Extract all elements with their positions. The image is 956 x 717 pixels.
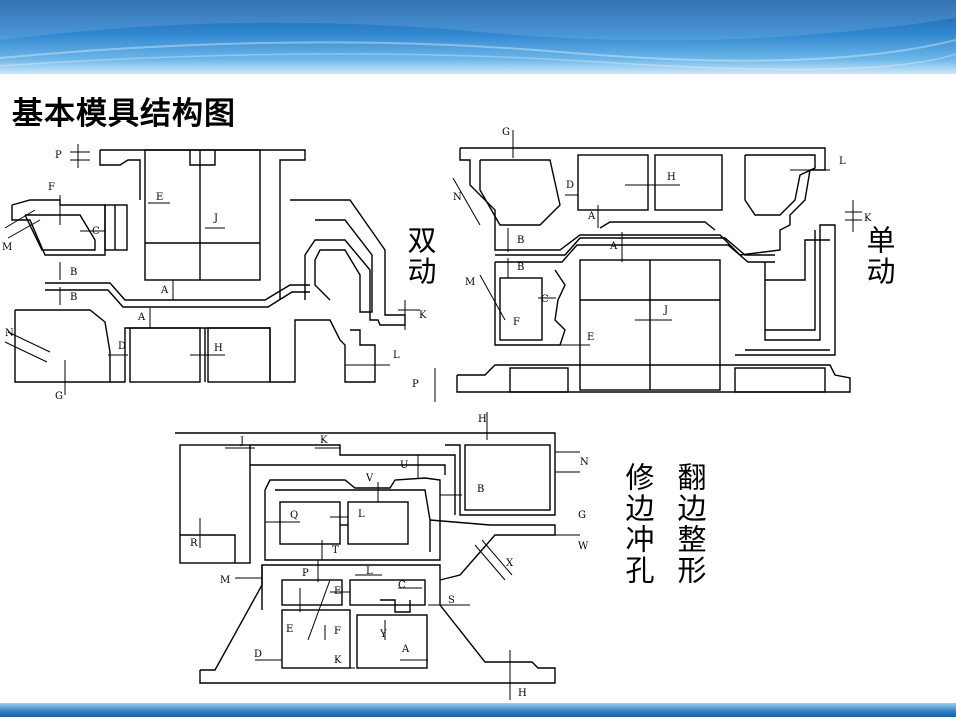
dim-label: B [517,235,524,246]
dim-label: L [358,509,365,520]
dim-label: A [401,644,410,655]
dim-label: A [160,285,169,296]
dim-label: P [302,568,309,579]
dim-label: N [5,328,14,339]
dim-label: V [365,473,374,484]
dim-label: C [92,226,100,237]
dim-label: D [118,341,126,352]
dim-label: L [366,566,373,577]
slide-title: 基本模具结构图 [12,96,236,132]
dim-label: J [239,436,244,447]
dim-label: E [334,586,341,597]
double-action-die: P F E J C M B B A A N D H G K L [2,144,427,402]
dim-label: L [393,350,400,361]
label-single-action: 单动 [862,225,896,287]
dim-label: A [137,312,146,323]
dim-label: M [220,575,230,586]
dim-label: E [286,624,293,635]
dim-label: D [254,649,262,660]
dim-label: A [609,241,618,252]
dim-label: K [320,435,328,446]
dim-label: B [477,484,484,495]
dim-label: J [663,305,668,316]
dim-label: K [334,655,342,666]
dim-label: Q [290,510,298,521]
dim-label: P [55,150,62,161]
dim-label: B [70,292,77,303]
single-action-die: G L D H N K A B A B M C F J E P [412,127,872,402]
dim-label: N [453,192,462,203]
footer-band [0,703,956,717]
trim-flange-die: H J K N U V B Q L G W T R P M L E C S X … [175,412,589,700]
dim-label: F [513,317,520,328]
dim-label: A [587,211,596,222]
dim-label: Y [379,629,387,640]
dim-label: S [448,595,455,606]
dim-label: H [478,414,487,425]
header-band [0,0,956,74]
dim-label: E [156,192,163,203]
dim-label: T [332,545,339,556]
dim-label: U [400,460,408,471]
dim-label: E [587,332,594,343]
label-flange-restrike: 翻边整形 [673,462,707,586]
dim-label: W [578,541,589,552]
dim-label: K [864,213,872,224]
dim-label: J [213,213,218,224]
dim-label: H [214,343,223,354]
dim-label: F [334,626,341,637]
dim-label: R [190,538,198,549]
header-wave-decoration [0,0,956,71]
dim-label: G [55,391,63,402]
dim-label: P [412,379,419,390]
dim-label: D [566,180,574,191]
dim-label: B [70,267,77,278]
dim-label: G [502,127,510,138]
dim-label: G [578,510,586,521]
dim-label: H [518,688,527,699]
dim-label: M [465,277,475,288]
dim-label: X [506,558,514,569]
dim-label: N [580,457,589,468]
dim-label: C [541,294,549,305]
dim-label: L [839,156,846,167]
label-trim-pierce: 修边冲孔 [621,462,655,586]
label-double-action: 双动 [403,225,437,287]
dim-label: B [517,262,524,273]
dim-label: C [398,580,406,591]
dim-label: M [2,242,12,253]
dim-label: H [667,172,676,183]
dim-label: F [48,182,55,193]
dim-label: K [419,310,427,321]
